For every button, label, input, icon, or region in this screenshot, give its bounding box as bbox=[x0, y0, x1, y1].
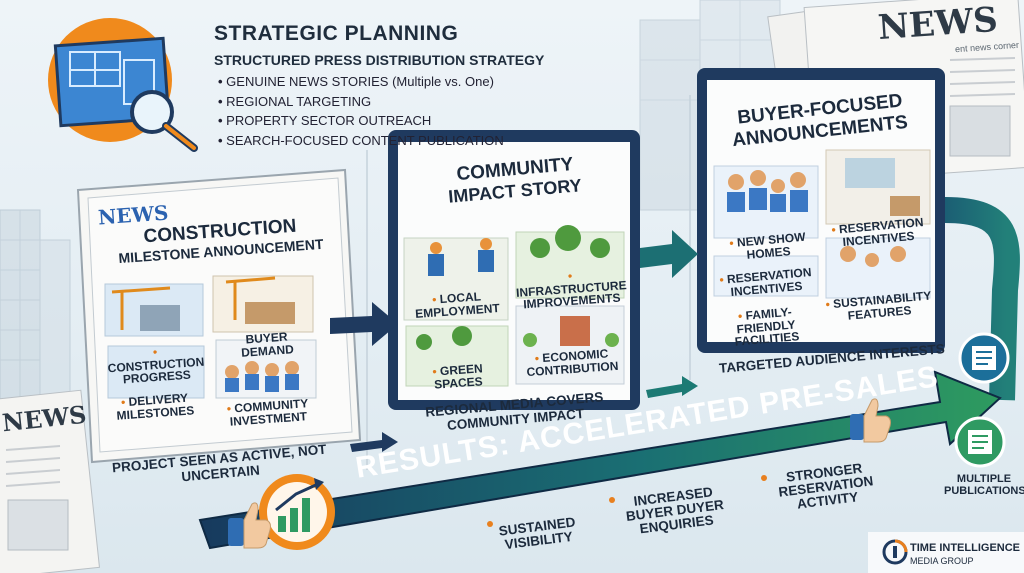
cell-infrastructure: INFRASTRUCTURE IMPROVEMENTS bbox=[515, 266, 627, 312]
brand-name: TIME INTELLIGENCE bbox=[910, 542, 1020, 554]
flow-arrows bbox=[330, 197, 1020, 452]
brand-logo bbox=[868, 532, 1024, 573]
publication-icon-2 bbox=[954, 416, 1006, 468]
bullet-item: SEARCH-FOCUSED CONTENT PUBLICATION bbox=[218, 131, 504, 151]
thumbs-up-right bbox=[850, 398, 891, 443]
left-buildings bbox=[0, 209, 71, 441]
newspaper-masthead: NEWS bbox=[876, 0, 999, 49]
strategy-bullets: GENUINE NEWS STORIES (Multiple vs. One) … bbox=[218, 72, 504, 150]
bullet-item: PROPERTY SECTOR OUTREACH bbox=[218, 111, 504, 131]
bullet-item: REGIONAL TARGETING bbox=[218, 92, 504, 112]
publication-icon-1 bbox=[958, 332, 1010, 384]
growth-chart-icon bbox=[259, 474, 335, 550]
brand-subname: MEDIA GROUP bbox=[910, 556, 974, 566]
strategy-subtitle: STRUCTURED PRESS DISTRIBUTION STRATEGY bbox=[214, 52, 545, 68]
multiple-publications-label: MULTIPLE PUBLICATIONS bbox=[944, 473, 1024, 497]
newspaper-bottom-left bbox=[0, 389, 100, 573]
bullet-item: GENUINE NEWS STORIES (Multiple vs. One) bbox=[218, 72, 504, 92]
thumbs-up-left bbox=[228, 502, 271, 549]
cell-buyer-demand: BUYER DEMAND bbox=[240, 329, 295, 360]
cell-construction-progress: CONSTRUCTION PROGRESS bbox=[105, 343, 207, 388]
page-title: STRATEGIC PLANNING bbox=[214, 22, 459, 45]
blueprint-icon bbox=[48, 18, 198, 152]
